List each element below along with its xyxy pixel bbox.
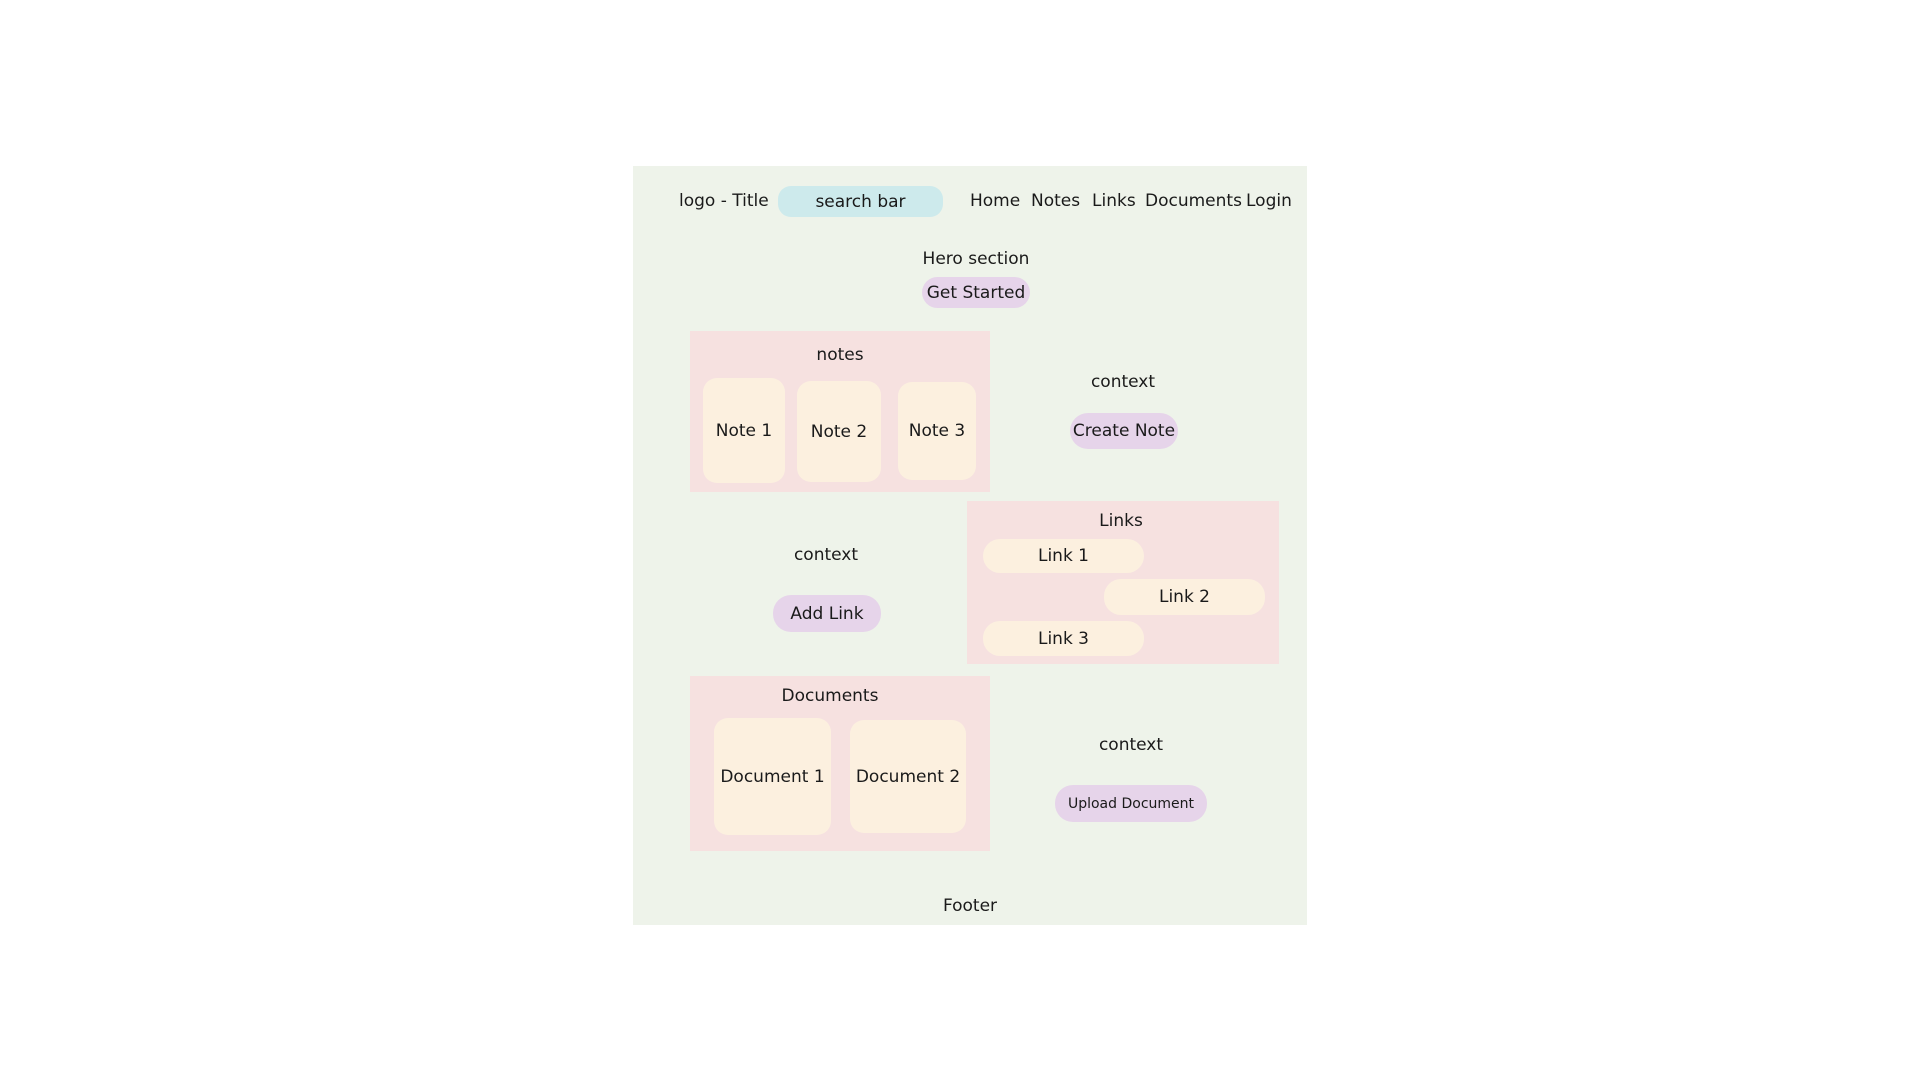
- wireframe-canvas: logo - Title search bar Home Notes Links…: [633, 166, 1307, 925]
- documents-panel: Documents Document 1 Document 2: [690, 676, 990, 851]
- nav-links[interactable]: Links: [1092, 191, 1136, 211]
- hero-title: Hero section: [922, 249, 1030, 269]
- document-card-2[interactable]: Document 2: [850, 720, 966, 833]
- get-started-button[interactable]: Get Started: [922, 277, 1030, 308]
- create-note-button[interactable]: Create Note: [1070, 413, 1178, 449]
- note-card-3[interactable]: Note 3: [898, 382, 976, 480]
- documents-context: context: [1098, 735, 1164, 755]
- links-panel: Links Link 1 Link 2 Link 3: [967, 501, 1279, 664]
- link-item-3[interactable]: Link 3: [983, 621, 1144, 656]
- footer: Footer: [942, 896, 998, 916]
- links-context: context: [793, 545, 859, 565]
- links-title: Links: [1099, 511, 1143, 531]
- documents-title: Documents: [781, 686, 879, 706]
- note-card-2[interactable]: Note 2: [797, 381, 881, 482]
- upload-document-button[interactable]: Upload Document: [1055, 785, 1207, 822]
- notes-context: context: [1090, 372, 1156, 392]
- logo-title[interactable]: logo - Title: [679, 191, 769, 211]
- link-item-2[interactable]: Link 2: [1104, 579, 1265, 615]
- nav-notes[interactable]: Notes: [1031, 191, 1081, 211]
- notes-panel: notes Note 1 Note 2 Note 3: [690, 331, 990, 492]
- search-input[interactable]: search bar: [778, 186, 943, 217]
- nav-login[interactable]: Login: [1246, 191, 1292, 211]
- link-item-1[interactable]: Link 1: [983, 539, 1144, 573]
- note-card-1[interactable]: Note 1: [703, 378, 785, 483]
- nav-documents[interactable]: Documents: [1145, 191, 1242, 211]
- notes-title: notes: [816, 345, 864, 365]
- document-card-1[interactable]: Document 1: [714, 718, 831, 835]
- add-link-button[interactable]: Add Link: [773, 595, 881, 632]
- nav-home[interactable]: Home: [970, 191, 1021, 211]
